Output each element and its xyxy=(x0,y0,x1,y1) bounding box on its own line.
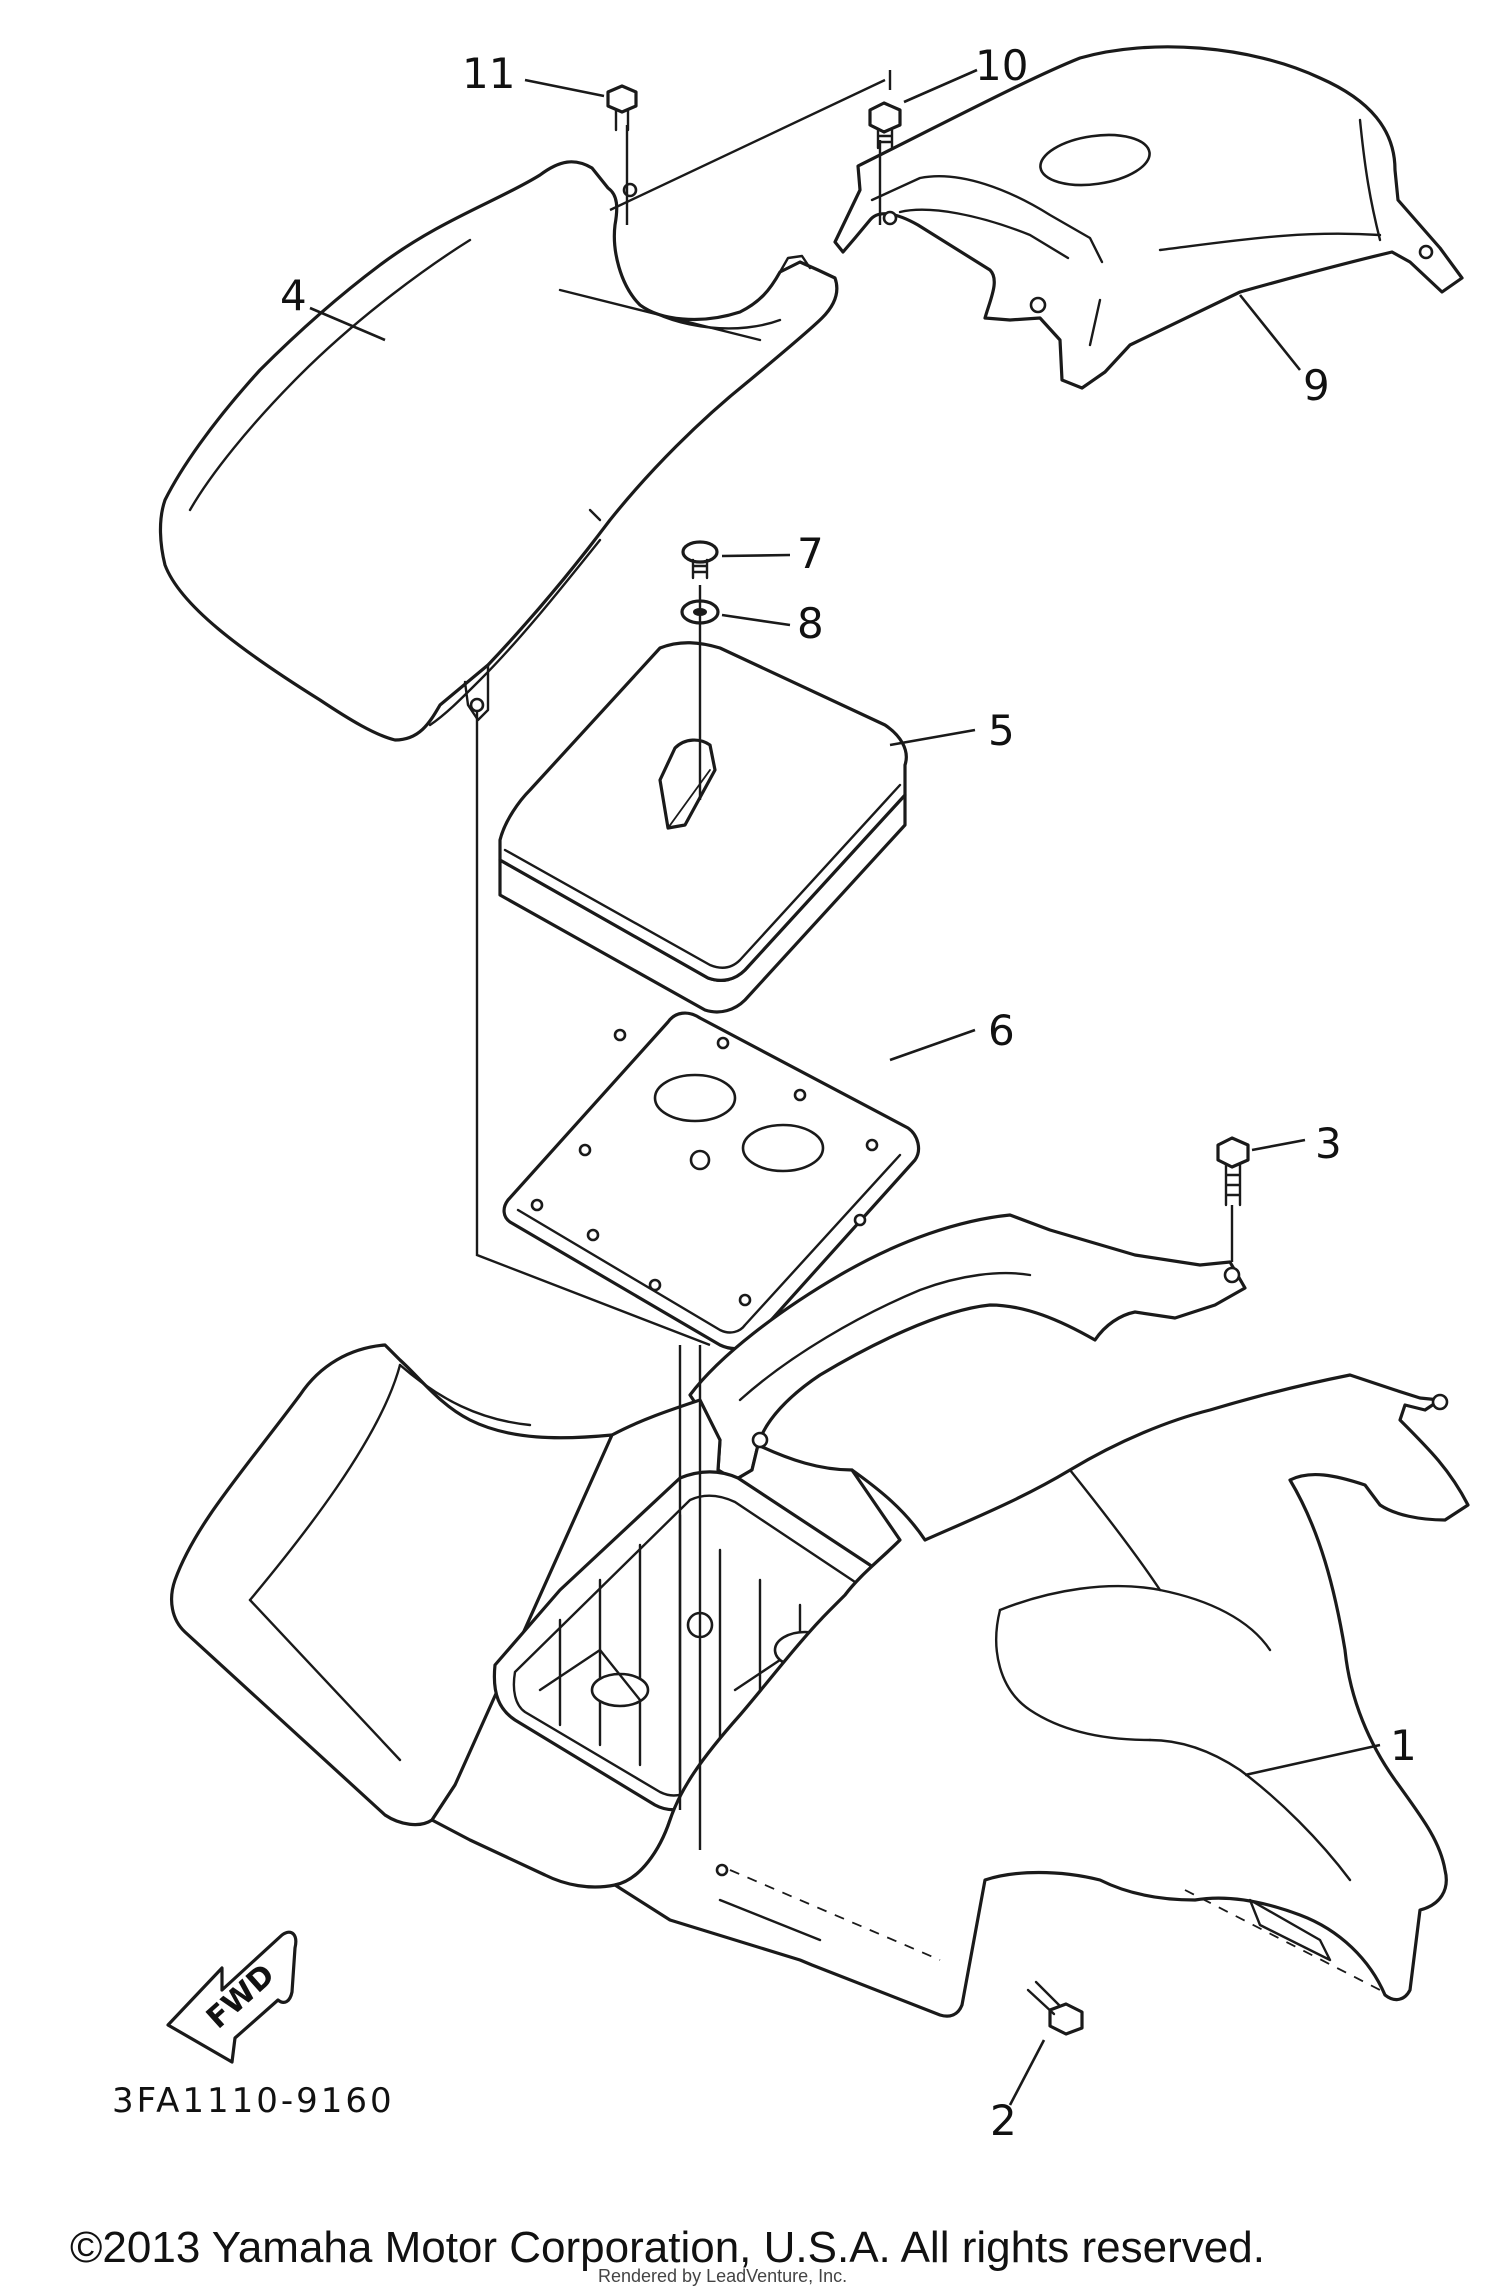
callout-5: 5 xyxy=(988,706,1015,755)
callout-6: 6 xyxy=(988,1006,1015,1055)
part-11-bolt xyxy=(606,84,638,132)
callout-9: 9 xyxy=(1303,361,1330,410)
part-4-rear-fender xyxy=(158,160,839,742)
part-1-rear-fender-assembly xyxy=(170,1213,1470,2018)
callout-1: 1 xyxy=(1390,1721,1417,1770)
part-2-bolt xyxy=(1026,1980,1084,2036)
leader-lines xyxy=(309,68,1381,2106)
callout-11: 11 xyxy=(462,49,515,98)
callout-10: 10 xyxy=(975,41,1028,90)
assembly-guide-lines xyxy=(475,70,1234,1850)
callout-8: 8 xyxy=(797,599,824,648)
callout-4: 4 xyxy=(280,271,307,320)
part-3-bolt xyxy=(1216,1136,1250,1207)
callout-labels: 1 2 3 4 5 6 7 8 9 10 11 xyxy=(280,41,1417,2145)
part-5-storage-lid xyxy=(498,641,908,1014)
callout-7: 7 xyxy=(797,529,824,578)
rendered-by-notice: Rendered by LeadVenture, Inc. xyxy=(598,2266,847,2286)
part-10-bolt xyxy=(868,101,902,150)
forward-direction-arrow: FWD xyxy=(166,1930,298,2064)
callout-2: 2 xyxy=(990,2096,1017,2145)
copyright-notice: ©2013 Yamaha Motor Corporation, U.S.A. A… xyxy=(70,2223,1265,2272)
part-9-rear-cover xyxy=(833,45,1464,390)
part-6-gasket-plate xyxy=(502,1011,921,1351)
part-7-screw xyxy=(681,540,719,580)
diagram-code: 3FA1110-9160 xyxy=(112,2081,395,2121)
callout-3: 3 xyxy=(1315,1119,1342,1168)
